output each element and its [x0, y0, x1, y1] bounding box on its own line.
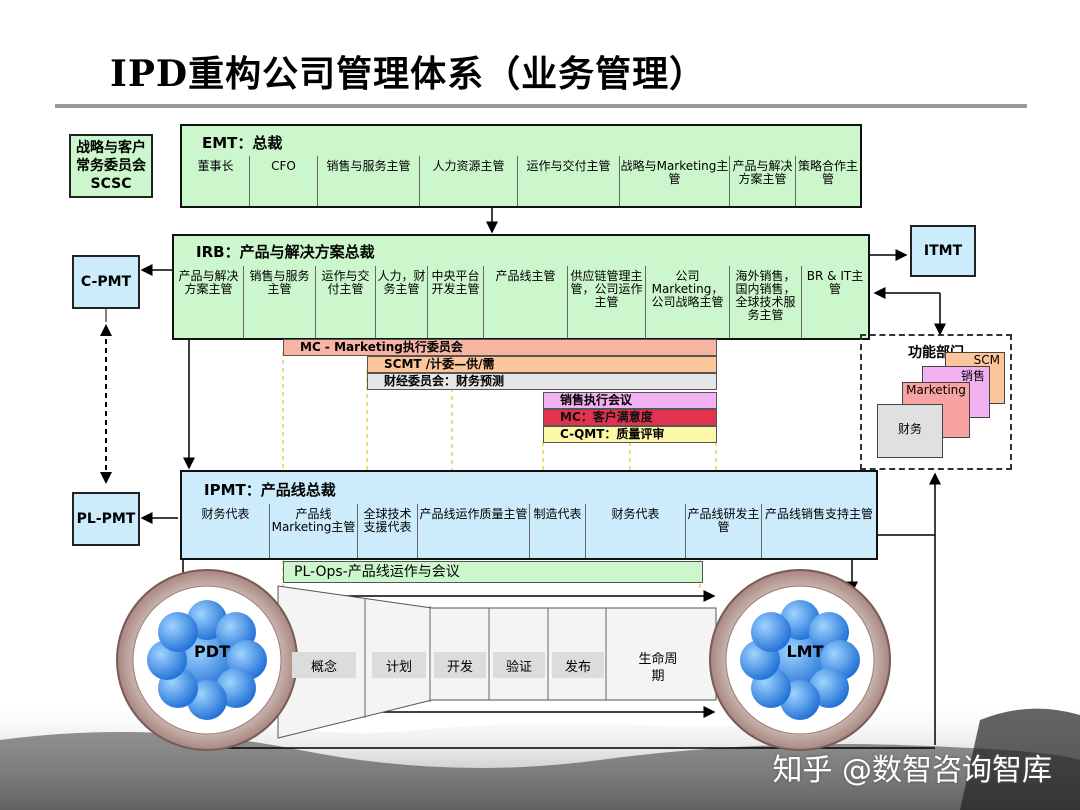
dept-card-finance: 财务 [877, 404, 943, 458]
emt-member: CFO [250, 156, 318, 206]
irb-member: 产品与解决方案主管 [174, 266, 244, 338]
committee-scmt: SCMT /计委—供/需 [367, 356, 717, 373]
ipmt-box: IPMT：产品线总裁 财务代表 产品线Marketing主管 全球技术支援代表 … [180, 470, 878, 560]
ipmt-member: 产品线运作质量主管 [418, 504, 530, 558]
stage-concept: 概念 [292, 652, 356, 678]
irb-member: 人力，财务主管 [376, 266, 428, 338]
emt-title: EMT：总裁 [202, 134, 283, 152]
irb-member: 销售与服务主管 [244, 266, 316, 338]
ipmt-members: 财务代表 产品线Marketing主管 全球技术支援代表 产品线运作质量主管 制… [182, 504, 876, 558]
irb-member: 产品线主管 [484, 266, 568, 338]
scsc-box: 战略与客户 常务委员会 SCSC [69, 134, 153, 198]
irb-member: BR & IT主管 [806, 269, 864, 296]
irb-member: 公司Marketing，公司战略主管 [646, 266, 730, 338]
irb-title: IRB：产品与解决方案总裁 [196, 243, 375, 261]
committee-finance: 财经委员会：财务预测 [367, 373, 717, 390]
committee-mc: MC - Marketing执行委员会 [283, 339, 717, 356]
stage-release: 发布 [552, 652, 604, 678]
irb-member: 海外销售，国内销售，全球技术服务主管 [730, 266, 802, 338]
irb-box: IRB：产品与解决方案总裁 产品与解决方案主管 销售与服务主管 运作与交付主管 … [172, 234, 870, 340]
scsc-line1: 战略与客户 [76, 140, 146, 156]
irb-member: 运作与交付主管 [316, 266, 376, 338]
ipmt-member: 财务代表 [182, 504, 270, 558]
committee-cqmt: C-QMT：质量评审 [543, 426, 717, 443]
plops-bar: PL-Ops-产品线运作与会议 [283, 561, 703, 583]
emt-member: 运作与交付主管 [518, 156, 620, 206]
emt-member: 董事长 [182, 156, 250, 206]
committee-sales: 销售执行会议 [543, 392, 717, 409]
ipmt-member: 产品线研发主管 [686, 504, 762, 558]
irb-member: 供应链管理主管，公司运作主管 [568, 266, 646, 338]
lmt-cluster [740, 600, 860, 720]
irb-member: 中央平台开发主管 [428, 266, 484, 338]
emt-member: 人力资源主管 [420, 156, 518, 206]
emt-members: 董事长 CFO 销售与服务主管 人力资源主管 运作与交付主管 战略与Market… [182, 156, 860, 206]
page-title: IPD重构公司管理体系（业务管理） [110, 53, 707, 95]
scsc-line2: 常务委员会 [76, 158, 146, 174]
title-divider [55, 104, 1027, 108]
stage-lifecycle: 生命周期 [638, 652, 678, 684]
ipmt-member: 产品线Marketing主管 [270, 504, 358, 558]
emt-box: EMT：总裁 董事长 CFO 销售与服务主管 人力资源主管 运作与交付主管 战略… [180, 124, 862, 208]
ipmt-member: 全球技术支援代表 [358, 504, 418, 558]
pdt-cluster [147, 600, 267, 720]
watermark: 知乎 @数智咨询智库 [772, 753, 1052, 788]
committee-mc-satisfaction: MC：客户满意度 [543, 409, 717, 426]
lmt-label: LMT [786, 642, 824, 661]
stage-verify: 验证 [493, 652, 545, 678]
stage-plan: 计划 [372, 652, 426, 678]
emt-member: 战略与Marketing主管 [620, 156, 730, 206]
ipmt-member: 财务代表 [586, 504, 686, 558]
plpmt-box: PL-PMT [72, 492, 140, 546]
emt-member: 产品与解决方案主管 [730, 156, 796, 206]
irb-members: 产品与解决方案主管 销售与服务主管 运作与交付主管 人力，财务主管 中央平台开发… [174, 266, 868, 338]
cpmt-box: C-PMT [72, 255, 140, 309]
stage-develop: 开发 [434, 652, 486, 678]
ipmt-member: 产品线销售支持主管 [764, 507, 873, 521]
ipmt-member: 制造代表 [530, 504, 586, 558]
scsc-line3: SCSC [90, 176, 132, 192]
emt-member: 销售与服务主管 [318, 156, 420, 206]
emt-member: 策略合作主管 [797, 159, 858, 186]
pdt-label: PDT [194, 642, 230, 661]
itmt-box: ITMT [910, 225, 976, 277]
ipmt-title: IPMT：产品线总裁 [204, 481, 336, 499]
